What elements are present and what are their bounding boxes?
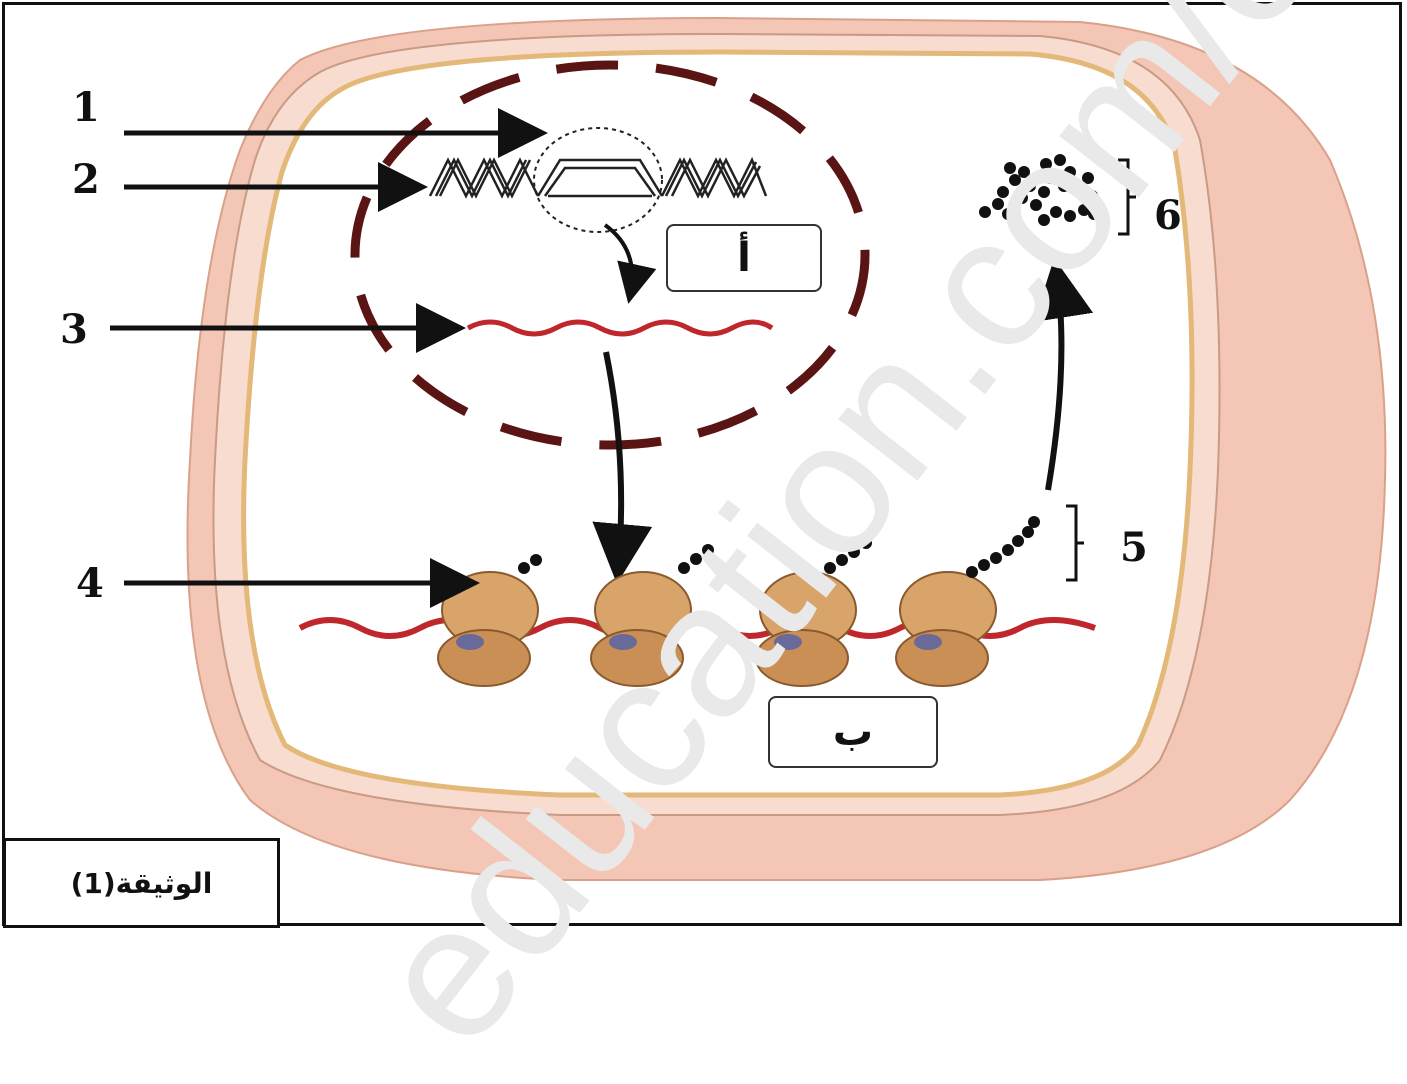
- protein-synthesis-diagram: [0, 0, 1407, 930]
- document-caption: الوثيقة(1): [3, 838, 280, 928]
- label-box-a: أ: [666, 224, 822, 292]
- label-2: 2: [72, 156, 100, 203]
- label-5: 5: [1120, 524, 1148, 571]
- ribosome-4: [896, 572, 996, 686]
- ribosome-2: [591, 572, 691, 686]
- ribosome-3: [756, 572, 856, 686]
- label-6: 6: [1154, 192, 1182, 239]
- label-4: 4: [76, 560, 104, 607]
- label-1: 1: [72, 84, 100, 131]
- ribosome-1: [438, 572, 538, 686]
- label-3: 3: [60, 306, 88, 353]
- label-box-b: ب: [768, 696, 938, 768]
